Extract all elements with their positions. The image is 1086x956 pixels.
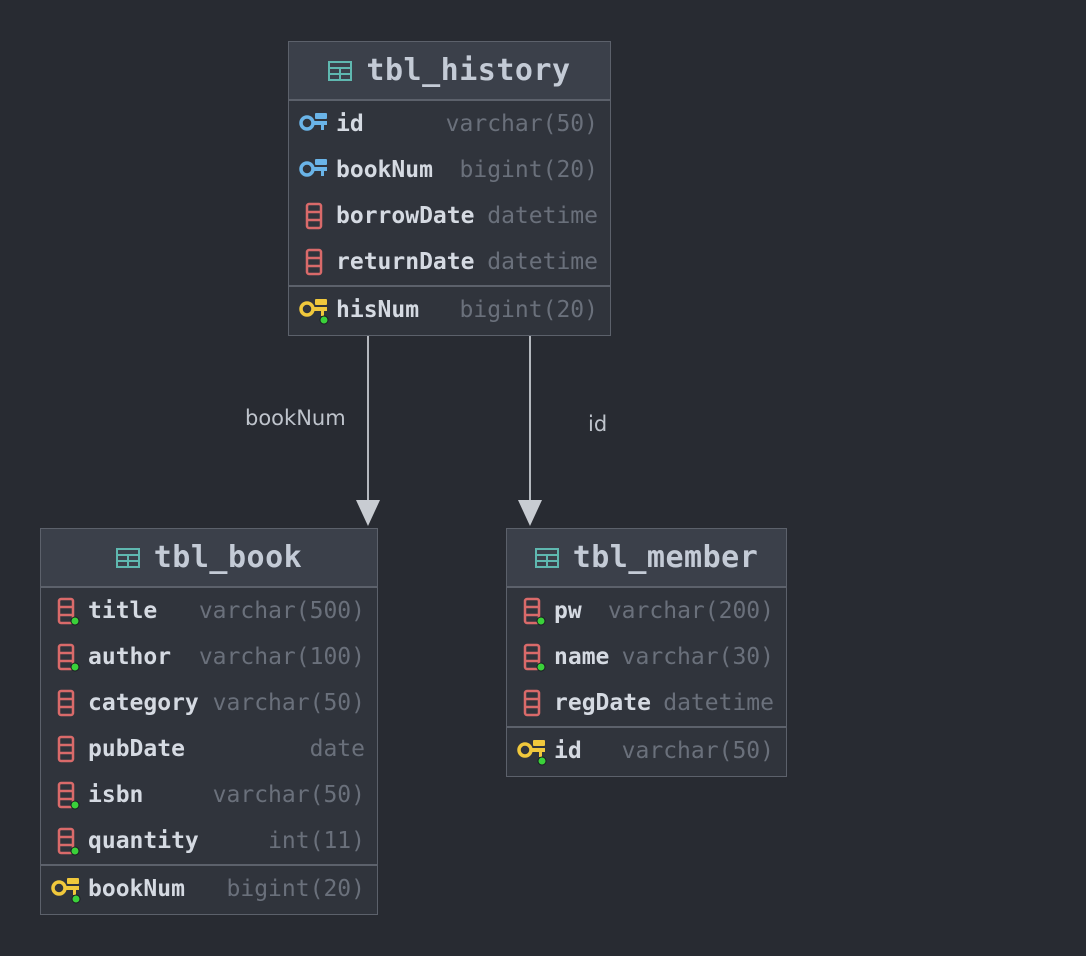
foreign-key-icon xyxy=(299,113,327,131)
column-name: author xyxy=(88,644,172,670)
column-name: bookNum xyxy=(336,157,433,183)
relation-arrowhead-booknum xyxy=(356,500,380,526)
primary-key-icon xyxy=(299,299,329,325)
column-type: varchar(50) xyxy=(621,738,774,764)
column-type: varchar(100) xyxy=(198,644,365,670)
column-type: datetime xyxy=(487,249,598,275)
column-name: category xyxy=(88,690,199,716)
column-type: varchar(50) xyxy=(445,111,598,137)
column-not-null-icon xyxy=(57,597,80,626)
entity-title: tbl_member xyxy=(572,540,759,575)
column-type: date xyxy=(309,736,365,762)
column-name: regDate xyxy=(554,690,651,716)
primary-key-row[interactable]: hisNum bigint(20) xyxy=(289,287,610,333)
entity-tbl-book[interactable]: tbl_book title varchar(500) xyxy=(40,528,378,915)
column-list: id varchar(50) bookNum bigint(20) xyxy=(289,101,610,285)
column-icon xyxy=(57,735,75,763)
column-type: varchar(200) xyxy=(607,598,774,624)
primary-key-row[interactable]: id varchar(50) xyxy=(507,728,786,774)
column-name: id xyxy=(554,738,582,764)
column-row[interactable]: id varchar(50) xyxy=(289,101,610,147)
relation-label-id: id xyxy=(588,412,608,436)
primary-key-row[interactable]: bookNum bigint(20) xyxy=(41,866,377,912)
column-type: varchar(30) xyxy=(621,644,774,670)
column-not-null-icon xyxy=(57,827,80,856)
column-row[interactable]: borrowDate datetime xyxy=(289,193,610,239)
column-row[interactable]: author varchar(100) xyxy=(41,634,377,680)
relation-label-booknum: bookNum xyxy=(245,406,346,430)
column-row[interactable]: pubDate date xyxy=(41,726,377,772)
column-not-null-icon xyxy=(523,597,546,626)
column-icon xyxy=(305,248,323,276)
column-name: pubDate xyxy=(88,736,185,762)
column-name: borrowDate xyxy=(336,203,475,229)
column-name: hisNum xyxy=(336,297,420,323)
column-list: title varchar(500) author varchar(100) xyxy=(41,588,377,864)
primary-key-section: bookNum bigint(20) xyxy=(41,864,377,912)
column-type: varchar(500) xyxy=(198,598,365,624)
column-name: bookNum xyxy=(88,876,185,902)
column-name: name xyxy=(554,644,610,670)
entity-header[interactable]: tbl_member xyxy=(507,529,786,588)
primary-key-section: hisNum bigint(20) xyxy=(289,285,610,333)
table-icon xyxy=(328,60,353,81)
column-type: varchar(50) xyxy=(212,690,365,716)
column-row[interactable]: isbn varchar(50) xyxy=(41,772,377,818)
column-not-null-icon xyxy=(57,781,80,810)
entity-header[interactable]: tbl_book xyxy=(41,529,377,588)
column-name: pw xyxy=(554,598,582,624)
column-not-null-icon xyxy=(57,643,80,672)
column-name: isbn xyxy=(88,782,144,808)
column-type: bigint(20) xyxy=(459,297,598,323)
column-type: bigint(20) xyxy=(226,876,365,902)
column-name: quantity xyxy=(88,828,199,854)
column-row[interactable]: title varchar(500) xyxy=(41,588,377,634)
column-name: title xyxy=(88,598,158,624)
entity-title: tbl_book xyxy=(153,540,303,575)
column-icon xyxy=(305,202,323,230)
column-type: varchar(50) xyxy=(212,782,365,808)
column-name: id xyxy=(336,111,364,137)
column-row[interactable]: pw varchar(200) xyxy=(507,588,786,634)
table-icon xyxy=(534,547,559,568)
column-row[interactable]: name varchar(30) xyxy=(507,634,786,680)
primary-key-section: id varchar(50) xyxy=(507,726,786,774)
entity-title: tbl_history xyxy=(366,53,571,88)
column-icon xyxy=(523,689,541,717)
column-row[interactable]: regDate datetime xyxy=(507,680,786,726)
table-icon xyxy=(115,547,140,568)
primary-key-icon xyxy=(51,878,81,904)
column-list: pw varchar(200) name varchar(30) xyxy=(507,588,786,726)
relation-arrowhead-id xyxy=(518,500,542,526)
column-row[interactable]: bookNum bigint(20) xyxy=(289,147,610,193)
column-icon xyxy=(57,689,75,717)
entity-header[interactable]: tbl_history xyxy=(289,42,610,101)
column-name: returnDate xyxy=(336,249,475,275)
column-not-null-icon xyxy=(523,643,546,672)
column-type: datetime xyxy=(663,690,774,716)
column-type: bigint(20) xyxy=(459,157,598,183)
column-type: int(11) xyxy=(268,828,365,854)
primary-key-icon xyxy=(517,740,547,766)
entity-tbl-member[interactable]: tbl_member pw varchar(200) xyxy=(506,528,787,777)
column-row[interactable]: category varchar(50) xyxy=(41,680,377,726)
column-row[interactable]: returnDate datetime xyxy=(289,239,610,285)
column-type: datetime xyxy=(487,203,598,229)
entity-tbl-history[interactable]: tbl_history id varchar(50) xyxy=(288,41,611,336)
column-row[interactable]: quantity int(11) xyxy=(41,818,377,864)
foreign-key-icon xyxy=(299,159,327,177)
